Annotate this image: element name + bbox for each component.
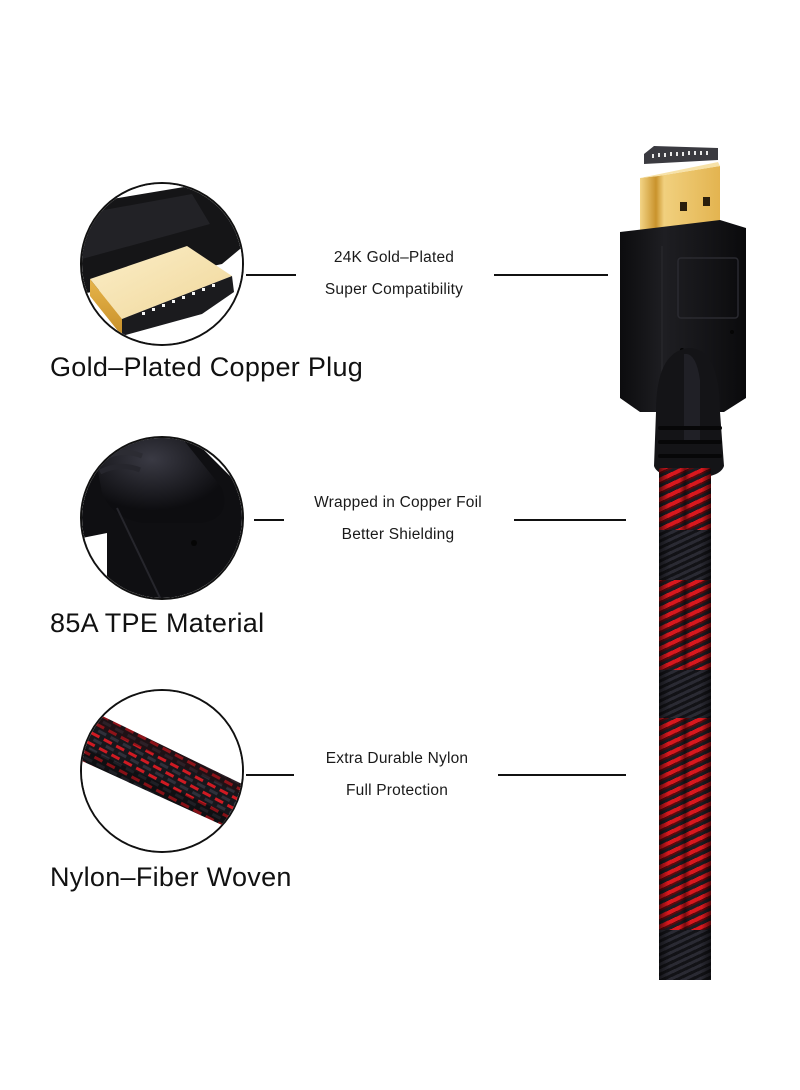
feature-title-gold-plated-copper-plug: Gold–Plated Copper Plug <box>50 352 364 382</box>
nylon-closeup-image <box>80 689 244 853</box>
caption-line-1: Extra Durable Nylon <box>325 750 469 767</box>
tpe-housing-icon <box>82 438 242 598</box>
braided-cable-icon <box>82 691 242 851</box>
caption-tpe-material: Wrapped in Copper Foil Better Shielding <box>284 487 512 551</box>
caption-line-1: 24K Gold–Plated <box>333 249 455 266</box>
leader-line-gold-left <box>246 274 296 276</box>
leader-line-nylon-left <box>246 774 294 776</box>
leader-line-gold-right <box>494 274 608 276</box>
tpe-closeup-image <box>80 436 244 600</box>
feature-title-85a-tpe-material: 85A TPE Material <box>50 608 265 638</box>
gold-plug-closeup-image <box>80 182 244 346</box>
feature-title-nylon-fiber-woven: Nylon–Fiber Woven <box>50 862 292 892</box>
caption-line-2: Better Shielding <box>341 526 455 543</box>
leader-line-tpe-left <box>254 519 284 521</box>
braid-dark-segment <box>659 670 711 718</box>
hdmi-connector-icon <box>620 146 746 478</box>
caption-line-2: Full Protection <box>345 782 449 799</box>
caption-gold-plated: 24K Gold–Plated Super Compatibility <box>296 242 492 306</box>
hdmi-gold-connector-icon <box>82 184 242 344</box>
leader-line-nylon-right <box>498 774 626 776</box>
braid-dark-segment <box>659 930 711 980</box>
caption-line-2: Super Compatibility <box>324 281 464 298</box>
leader-line-tpe-right <box>514 519 626 521</box>
caption-nylon: Extra Durable Nylon Full Protection <box>294 743 500 807</box>
caption-line-1: Wrapped in Copper Foil <box>314 494 482 511</box>
braid-dark-segment <box>659 530 711 580</box>
